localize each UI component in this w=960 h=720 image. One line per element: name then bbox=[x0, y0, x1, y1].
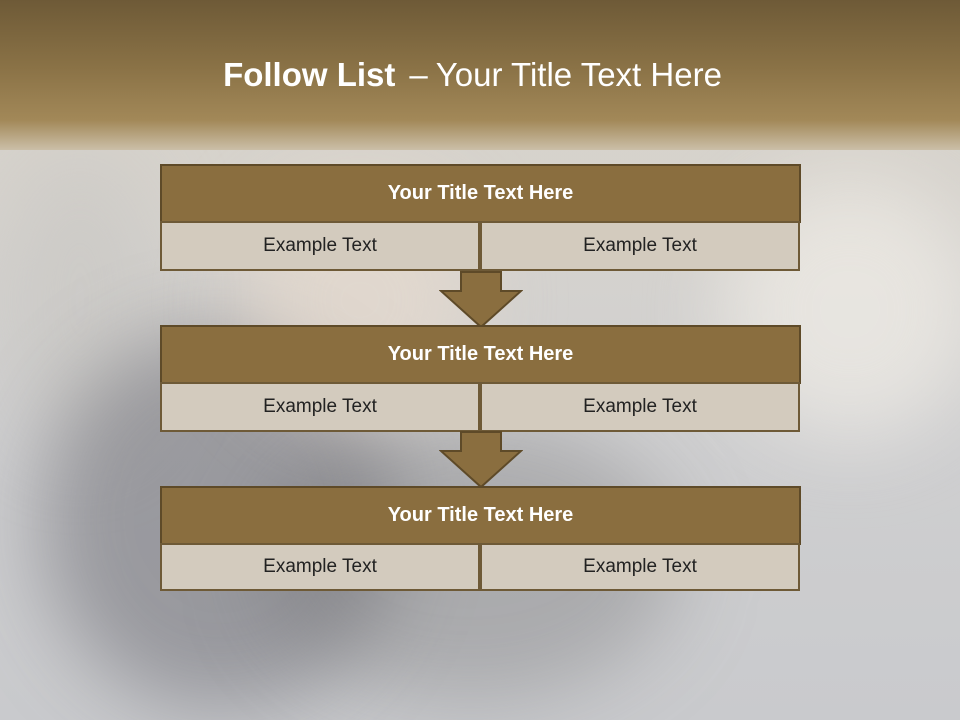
step-cell-left: Example Text bbox=[160, 543, 480, 591]
step-cell-left: Example Text bbox=[160, 221, 480, 271]
slide-title: Follow List–Your Title Text Here bbox=[0, 56, 945, 94]
down-arrow-icon bbox=[439, 271, 523, 329]
step-cell-right: Example Text bbox=[480, 543, 800, 591]
step-title: Your Title Text Here bbox=[160, 486, 801, 545]
slide-title-dash: – bbox=[409, 56, 428, 93]
step-cell-right: Example Text bbox=[480, 382, 800, 432]
slide-title-strong: Follow List bbox=[223, 56, 396, 93]
step-cell-right: Example Text bbox=[480, 221, 800, 271]
slide-title-rest: Your Title Text Here bbox=[435, 56, 722, 93]
down-arrow-icon bbox=[439, 431, 523, 489]
step-cell-left: Example Text bbox=[160, 382, 480, 432]
step-title: Your Title Text Here bbox=[160, 325, 801, 384]
step-title: Your Title Text Here bbox=[160, 164, 801, 223]
header-band bbox=[0, 0, 960, 150]
background-blur bbox=[0, 150, 160, 450]
